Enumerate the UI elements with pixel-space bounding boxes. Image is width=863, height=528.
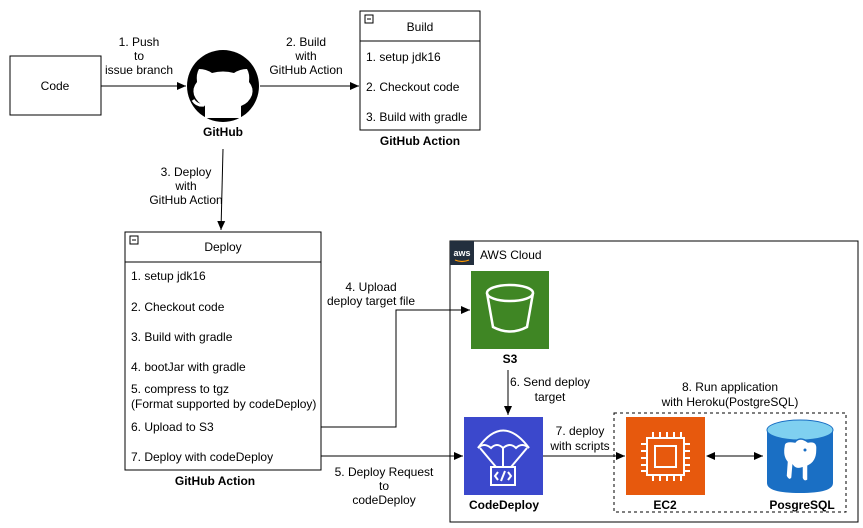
edge-deploy-line-1: 3. Deploy — [161, 165, 212, 179]
github-icon — [187, 50, 259, 122]
build-box: Build 1. setup jdk16 2. Checkout code 3.… — [359, 10, 481, 148]
edge-build-line-1: 2. Build — [286, 35, 326, 49]
edge-upload-line-2: deploy target file — [327, 294, 415, 308]
edge-push-line-1: 1. Push — [119, 35, 160, 49]
deploy-step: 7. Deploy with codeDeploy — [131, 450, 273, 464]
edge-deploy: 3. Deploy with GitHub Action — [149, 148, 226, 231]
codedeploy-node: CodeDeploy — [464, 417, 543, 512]
s3-label: S3 — [503, 352, 518, 366]
s3-node: S3 — [471, 271, 549, 366]
github-node: GitHub — [187, 50, 259, 139]
edge-send-target: 6. Send deploy target — [504, 370, 590, 415]
collapse-icon[interactable] — [129, 235, 139, 245]
ec2-label: EC2 — [653, 498, 677, 512]
edge-deploy-request-line-3: codeDeploy — [352, 493, 415, 507]
deploy-step: 1. setup jdk16 — [131, 269, 206, 283]
build-step: 2. Checkout code — [366, 80, 460, 94]
deploy-step: 5. compress to tgz — [131, 382, 229, 396]
edge-push: 1. Push to issue branch — [101, 35, 186, 90]
edge-run-app-line-2: with Heroku(PostgreSQL) — [661, 395, 799, 409]
code-label: Code — [41, 79, 70, 93]
code-node: Code — [9, 55, 102, 116]
build-step: 3. Build with gradle — [366, 110, 468, 124]
edge-send-target-line-2: target — [535, 390, 566, 404]
deploy-step: 6. Upload to S3 — [131, 420, 214, 434]
edge-deploy-request-line-1: 5. Deploy Request — [335, 465, 434, 479]
edge-build-line-3: GitHub Action — [269, 63, 342, 77]
aws-logo-text: aws — [453, 248, 470, 258]
edge-deploy-line-2: with — [174, 179, 196, 193]
ec2-icon — [626, 417, 705, 495]
edge-run-app-line-1: 8. Run application — [682, 380, 778, 394]
edge-upload-line-1: 4. Upload — [345, 280, 396, 294]
deploy-box: Deploy 1. setup jdk16 2. Checkout code 3… — [124, 231, 322, 488]
edge-deploy-scripts-line-2: with scripts — [549, 439, 609, 453]
edge-push-line-3: issue branch — [105, 63, 173, 77]
aws-cloud-group: aws AWS Cloud — [449, 240, 859, 523]
heroku-group: 8. Run application with Heroku(PostgreSQ… — [613, 380, 847, 513]
deploy-step: 4. bootJar with gradle — [131, 360, 246, 374]
build-caption: GitHub Action — [380, 134, 460, 148]
edge-push-line-2: to — [134, 49, 144, 63]
edge-build: 2. Build with GitHub Action — [260, 35, 359, 90]
deploy-step: (Format supported by codeDeploy) — [131, 397, 316, 411]
edge-deploy-scripts: 7. deploy with scripts — [543, 424, 625, 460]
build-title: Build — [407, 20, 434, 34]
deploy-caption: GitHub Action — [175, 474, 255, 488]
edge-send-target-line-1: 6. Send deploy — [510, 375, 590, 389]
edge-deploy-line-3: GitHub Action — [149, 193, 222, 207]
ec2-node: EC2 — [626, 417, 705, 512]
edge-deploy-request-line-2: to — [379, 479, 389, 493]
edge-deploy-scripts-line-1: 7. deploy — [556, 424, 605, 438]
edge-build-line-2: with — [294, 49, 316, 63]
postgresql-node: PosgreSQL — [766, 419, 835, 512]
postgresql-label: PosgreSQL — [769, 498, 834, 512]
edge-deploy-request: 5. Deploy Request to codeDeploy — [321, 452, 463, 507]
edge-upload: 4. Upload deploy target file — [321, 280, 470, 428]
github-label: GitHub — [203, 125, 243, 139]
postgresql-icon — [766, 419, 834, 493]
codedeploy-label: CodeDeploy — [469, 498, 539, 512]
deploy-title: Deploy — [204, 240, 241, 254]
deploy-step: 3. Build with gradle — [131, 330, 233, 344]
collapse-icon[interactable] — [364, 14, 374, 24]
deploy-step: 2. Checkout code — [131, 300, 225, 314]
build-step: 1. setup jdk16 — [366, 50, 441, 64]
aws-cloud-label: AWS Cloud — [480, 248, 542, 262]
s3-icon — [471, 271, 549, 349]
